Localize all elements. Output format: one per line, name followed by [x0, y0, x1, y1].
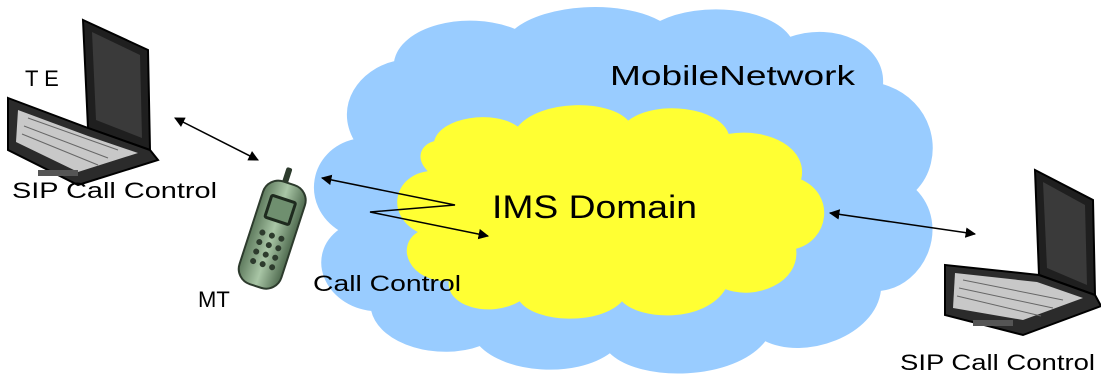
ims-domain-label: IMS Domain — [492, 189, 697, 225]
remote-laptop-icon — [944, 168, 1101, 337]
call-control-label: Call Control — [313, 271, 461, 296]
connection-arrows — [174, 117, 977, 240]
sip-call-control-left-label: SIP Call Control — [12, 178, 217, 203]
mt-label: MT — [198, 287, 230, 312]
mt-phone-icon — [237, 167, 307, 290]
sip-call-control-right-label: SIP Call Control — [900, 350, 1095, 375]
mt-ims-zigzag-arrow — [320, 174, 490, 240]
mobile-network-label: MobileNetwork — [610, 60, 856, 91]
te-label: T E — [25, 66, 59, 91]
ims-remote-arrow — [828, 209, 977, 238]
te-mt-arrow — [174, 117, 259, 161]
ims-domain-cloud — [397, 105, 825, 319]
te-laptop-icon — [7, 18, 160, 187]
